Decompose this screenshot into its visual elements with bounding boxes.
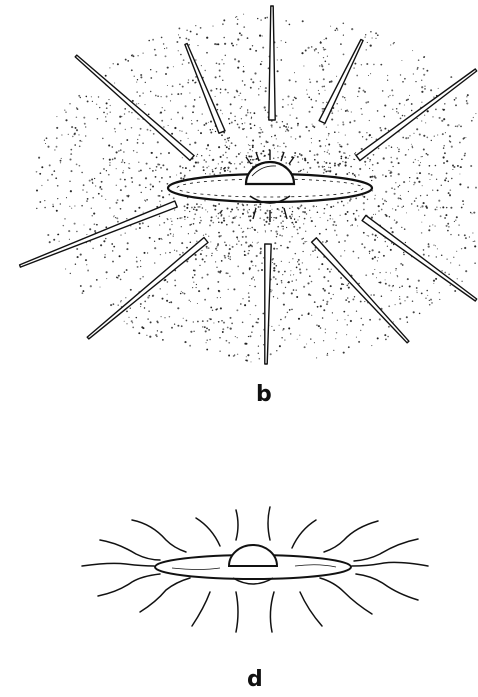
- field-line: [100, 540, 160, 560]
- panel-d-illustration: [82, 507, 428, 632]
- radial-shaft: [319, 40, 363, 124]
- field-line: [82, 563, 154, 566]
- radial-shaft: [265, 244, 271, 364]
- radial-shaft: [356, 69, 477, 161]
- field-line: [132, 520, 186, 552]
- radial-shaft: [362, 215, 477, 301]
- radial-shaft: [20, 201, 178, 267]
- panel-label-d: d: [247, 669, 263, 691]
- field-line: [352, 562, 428, 566]
- radial-shaft: [269, 6, 275, 120]
- field-line: [196, 518, 220, 546]
- radial-shaft: [312, 238, 409, 343]
- panel-label-b: b: [256, 384, 272, 406]
- field-line: [98, 574, 160, 596]
- field-line: [140, 578, 190, 612]
- field-line: [320, 578, 372, 614]
- radial-shaft: [185, 44, 225, 134]
- radial-shaft: [75, 55, 194, 160]
- field-line: [268, 507, 270, 540]
- field-line: [236, 510, 238, 540]
- field-line: [300, 592, 322, 626]
- field-line: [356, 574, 418, 600]
- field-line: [236, 592, 238, 632]
- field-line: [192, 592, 210, 626]
- field-line: [270, 592, 274, 632]
- field-line: [354, 539, 418, 561]
- panel-b-illustration: [20, 6, 477, 364]
- field-line: [292, 520, 316, 548]
- field-line: [324, 521, 378, 552]
